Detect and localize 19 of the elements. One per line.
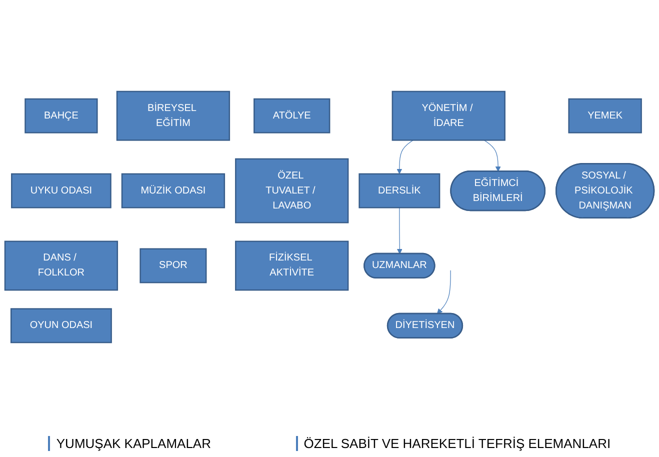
node-box: ÖZEL TUVALET / LAVABO [235, 158, 349, 224]
node-box: SPOR [140, 248, 207, 284]
node-box: DERSLİK [358, 173, 440, 208]
node-box: FİZİKSEL AKTİVİTE [235, 240, 349, 291]
bracket-note: ÖZEL SABİT VE HAREKETLİ TEFRİŞ ELEMANLARI [296, 436, 611, 451]
arrow [484, 140, 501, 172]
bracket-note: YUMUŞAK KAPLAMALAR [48, 436, 211, 451]
node-box: MÜZİK ODASI [121, 173, 226, 208]
arrow [396, 140, 414, 174]
node-box: YEMEK [568, 98, 642, 134]
arrow [436, 270, 451, 314]
node-box: DANS / FOLKLOR [4, 240, 118, 291]
node-box: YÖNETİM / İDARE [392, 90, 506, 141]
node-box: UYKU ODASI [11, 173, 112, 208]
node-box: OYUN ODASI [10, 308, 112, 344]
node-box: BAHÇE [24, 98, 98, 134]
node-box: ATÖLYE [254, 98, 330, 134]
arrow [396, 207, 402, 254]
node-box: BİREYSEL EĞİTİM [116, 90, 230, 141]
